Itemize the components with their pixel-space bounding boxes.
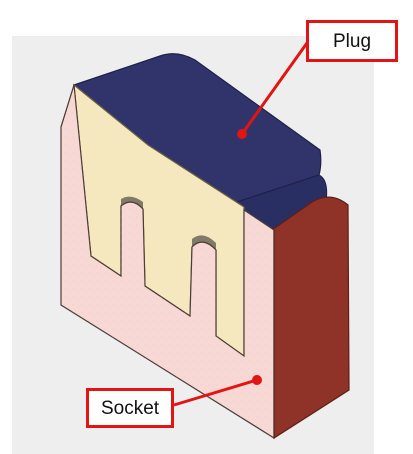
plug-callout-line	[240, 42, 309, 135]
socket-texture	[61, 85, 274, 438]
plug-label: Plug	[306, 20, 398, 62]
socket-side-face	[271, 196, 350, 440]
socket-label: Socket	[86, 388, 174, 428]
callout-lines	[173, 42, 309, 407]
socket-top-edge	[60, 84, 75, 128]
socket-callout-line	[173, 378, 258, 407]
plug	[72, 53, 328, 358]
plug-callout-dot	[237, 129, 247, 139]
socket	[60, 84, 350, 440]
socket-callout-dot	[252, 375, 262, 385]
plug-shadow-right	[192, 235, 216, 250]
plug-shadow-left	[121, 196, 143, 209]
